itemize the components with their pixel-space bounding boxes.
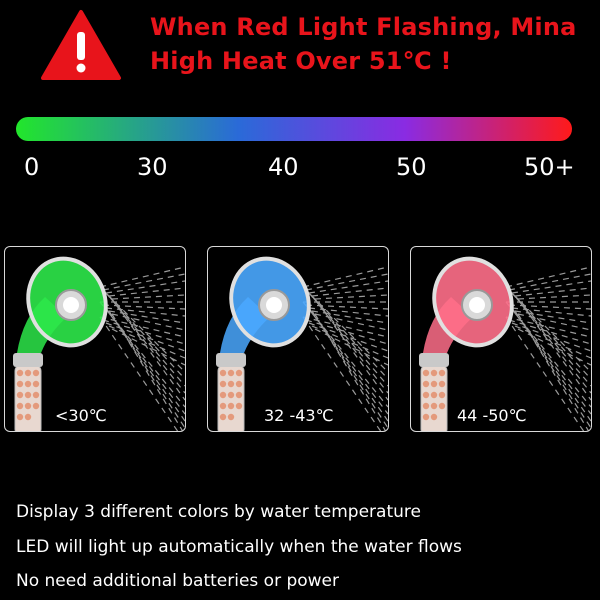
panel-caption-blue: 32 -43℃	[264, 406, 334, 425]
scale-label-50-plus: 50+	[524, 153, 575, 181]
water-streams	[302, 266, 388, 431]
water-streams	[505, 266, 591, 431]
scale-label-40: 40	[268, 153, 299, 181]
feature-line-1: Display 3 different colors by water temp…	[16, 502, 421, 522]
scale-label-50: 50	[396, 153, 427, 181]
water-streams	[99, 266, 185, 431]
headline-line-1: When Red Light Flashing, Mina	[150, 13, 577, 41]
headline-line-2: High Heat Over 51℃ !	[150, 47, 452, 75]
feature-line-3: No need additional batteries or power	[16, 571, 340, 591]
shower-head-green-icon	[13, 256, 185, 431]
panel-blue: 32 -43℃	[207, 246, 389, 432]
scale-label-0: 0	[24, 153, 40, 181]
panel-red: 44 -50℃	[410, 246, 592, 432]
panel-caption-red: 44 -50℃	[457, 406, 527, 425]
warning-triangle-icon	[41, 10, 121, 80]
panel-green: <30℃	[4, 246, 186, 432]
temperature-gradient-bar	[16, 117, 572, 141]
panel-caption-green: <30℃	[55, 406, 107, 425]
shower-head-blue-icon	[216, 256, 388, 431]
shower-head-red-icon	[419, 256, 591, 431]
feature-line-2: LED will light up automatically when the…	[16, 537, 462, 557]
scale-label-30: 30	[137, 153, 168, 181]
warning-headline: When Red Light Flashing, Mina High Heat …	[150, 10, 590, 78]
